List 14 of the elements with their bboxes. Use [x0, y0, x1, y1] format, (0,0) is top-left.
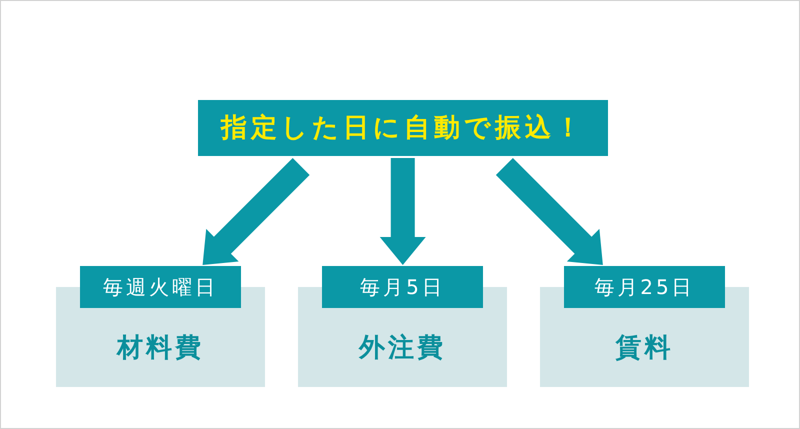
date-tab: [322, 266, 483, 308]
banner-text: 指定した日に自動で振込！: [221, 115, 585, 141]
date-tab: [80, 266, 241, 308]
date-text: 毎月5日: [360, 277, 445, 297]
expense-text: 外注費: [359, 334, 446, 360]
block-arrow: [202, 158, 310, 265]
block-arrow: [496, 158, 603, 265]
date-tab: [564, 266, 725, 308]
expense-text: 賃料: [616, 334, 674, 360]
expense-text: 材料費: [117, 334, 204, 360]
heading-banner: [198, 100, 608, 156]
date-text: 毎週火曜日: [103, 277, 218, 297]
date-text: 毎月25日: [594, 277, 695, 297]
block-arrow: [380, 158, 426, 265]
